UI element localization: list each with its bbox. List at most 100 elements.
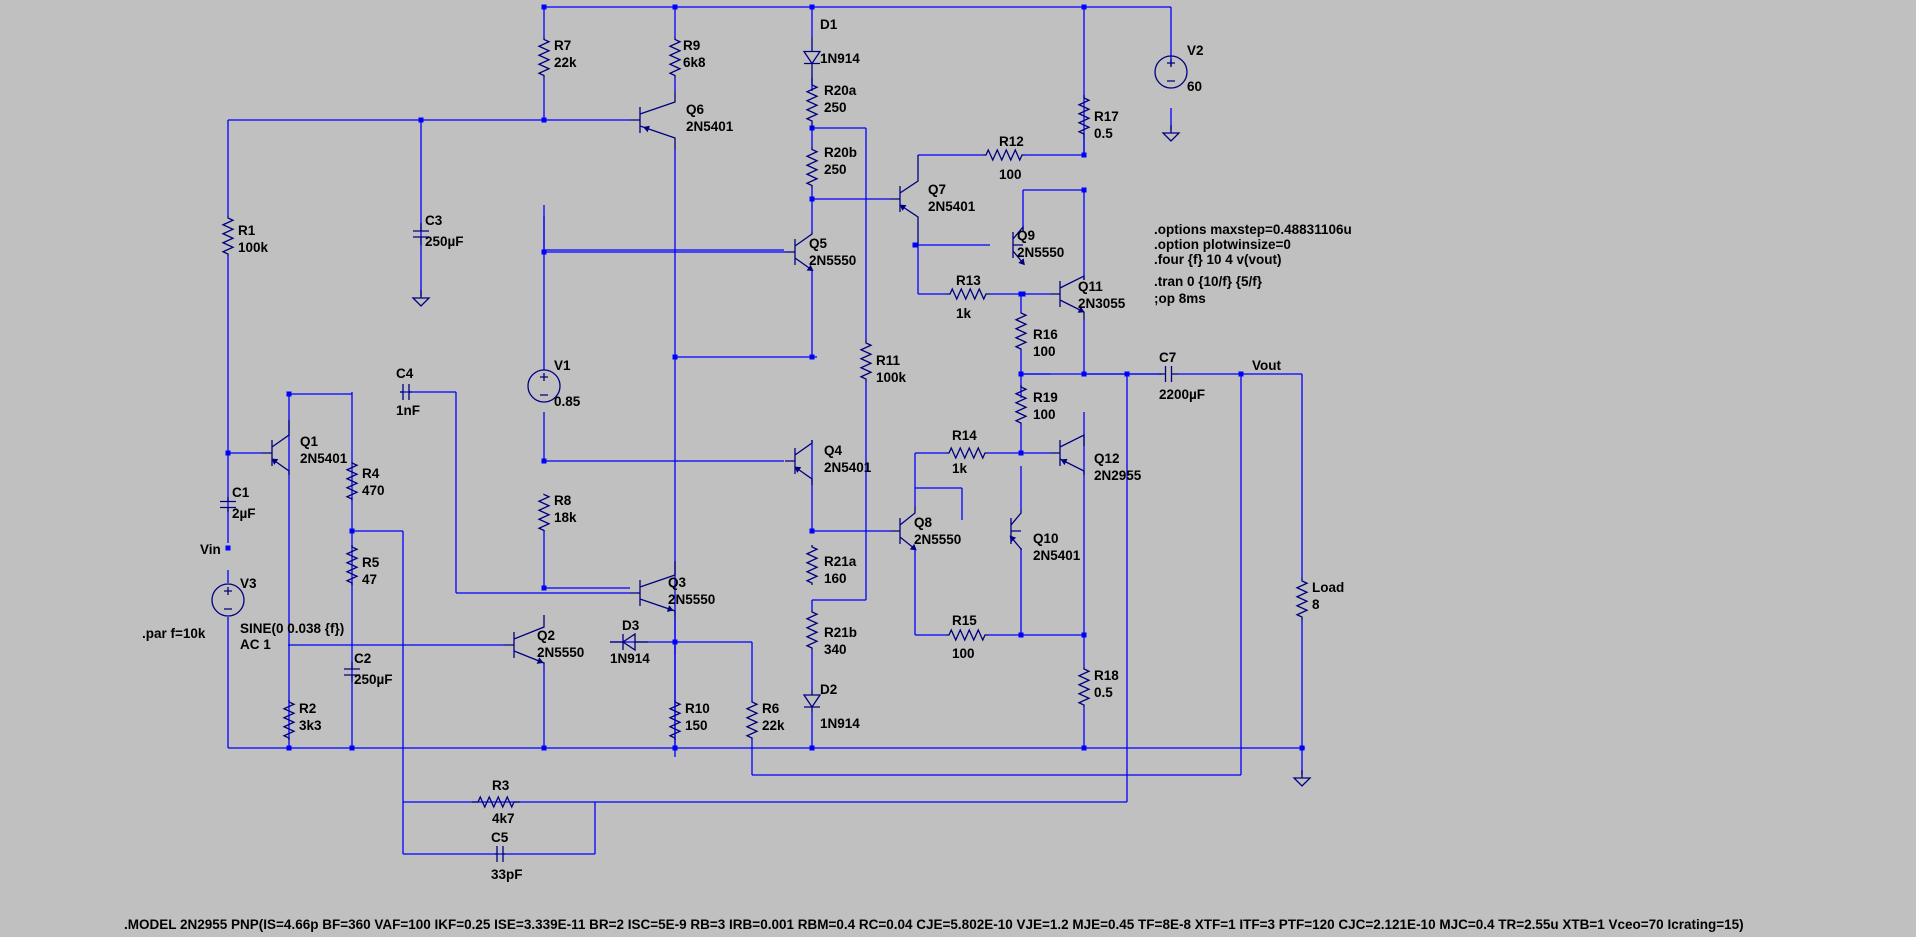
resistor-r12[interactable]: R12 100 [983, 134, 1025, 182]
component-value: 22k [762, 718, 785, 733]
transistor-body [1010, 510, 1022, 551]
component-ref: Load [1312, 580, 1344, 595]
resistor-body [1295, 578, 1309, 620]
junction-dot [541, 4, 547, 10]
component-value: 22k [554, 55, 577, 70]
component-value: 2N5550 [537, 645, 584, 660]
component-value: 6k8 [683, 55, 706, 70]
component-ref: Q5 [809, 236, 828, 251]
resistor-body [221, 216, 235, 256]
component-value: 2N5401 [824, 460, 872, 475]
emitter-arrow [1009, 535, 1017, 543]
diode-body [802, 690, 822, 712]
component-value: 2N5401 [1033, 548, 1081, 563]
resistor-body [345, 545, 359, 585]
component-value: 100k [238, 240, 269, 255]
emitter-arrow [794, 466, 802, 473]
component-ref: R7 [554, 38, 571, 53]
component-value: 18k [554, 510, 577, 525]
component-ref: R14 [952, 428, 977, 443]
component-value: 1nF [396, 403, 420, 418]
spice-directive-param: .par f=10k [142, 626, 206, 641]
ground-icon [1292, 770, 1312, 787]
component-ref: R12 [999, 134, 1024, 149]
junction-dots [225, 4, 1305, 751]
component-value: 160 [824, 571, 847, 586]
component-value: SINE(0 0.038 {f}) [240, 621, 344, 636]
resistor-body [1014, 385, 1028, 425]
emitter-arrow [806, 264, 814, 272]
spice-directive-tran: .tran 0 {10/f} {5/f} [1154, 274, 1263, 289]
voltage-source-v1[interactable]: V10.85 [527, 358, 581, 409]
component-value: 250µF [425, 234, 464, 249]
junction-dot [809, 4, 815, 10]
resistor-body [983, 148, 1025, 162]
resistor-r21a[interactable]: R21a 160 [805, 545, 857, 586]
component-value: 100k [876, 370, 907, 385]
component-value: 100 [952, 646, 975, 661]
component-value: 250µF [354, 672, 393, 687]
resistor-body [282, 700, 296, 740]
component-ref: Q3 [668, 575, 687, 590]
resistor-body [946, 628, 988, 642]
ground-symbol [1292, 770, 1312, 787]
emitter-arrow [899, 204, 907, 211]
component-ref: R18 [1094, 668, 1119, 683]
resistor-body [537, 493, 551, 532]
emitter-arrow [1018, 258, 1025, 266]
transistor-q3[interactable]: Q3 2N5550 [630, 561, 715, 617]
component-value: 2N5550 [668, 592, 715, 607]
component-value: 100 [999, 167, 1022, 182]
resistor-body [472, 795, 520, 809]
component-ref: Q11 [1078, 279, 1103, 294]
junction-dot [672, 354, 678, 360]
component-ref: R21a [824, 554, 857, 569]
junction-dot [1081, 632, 1087, 638]
